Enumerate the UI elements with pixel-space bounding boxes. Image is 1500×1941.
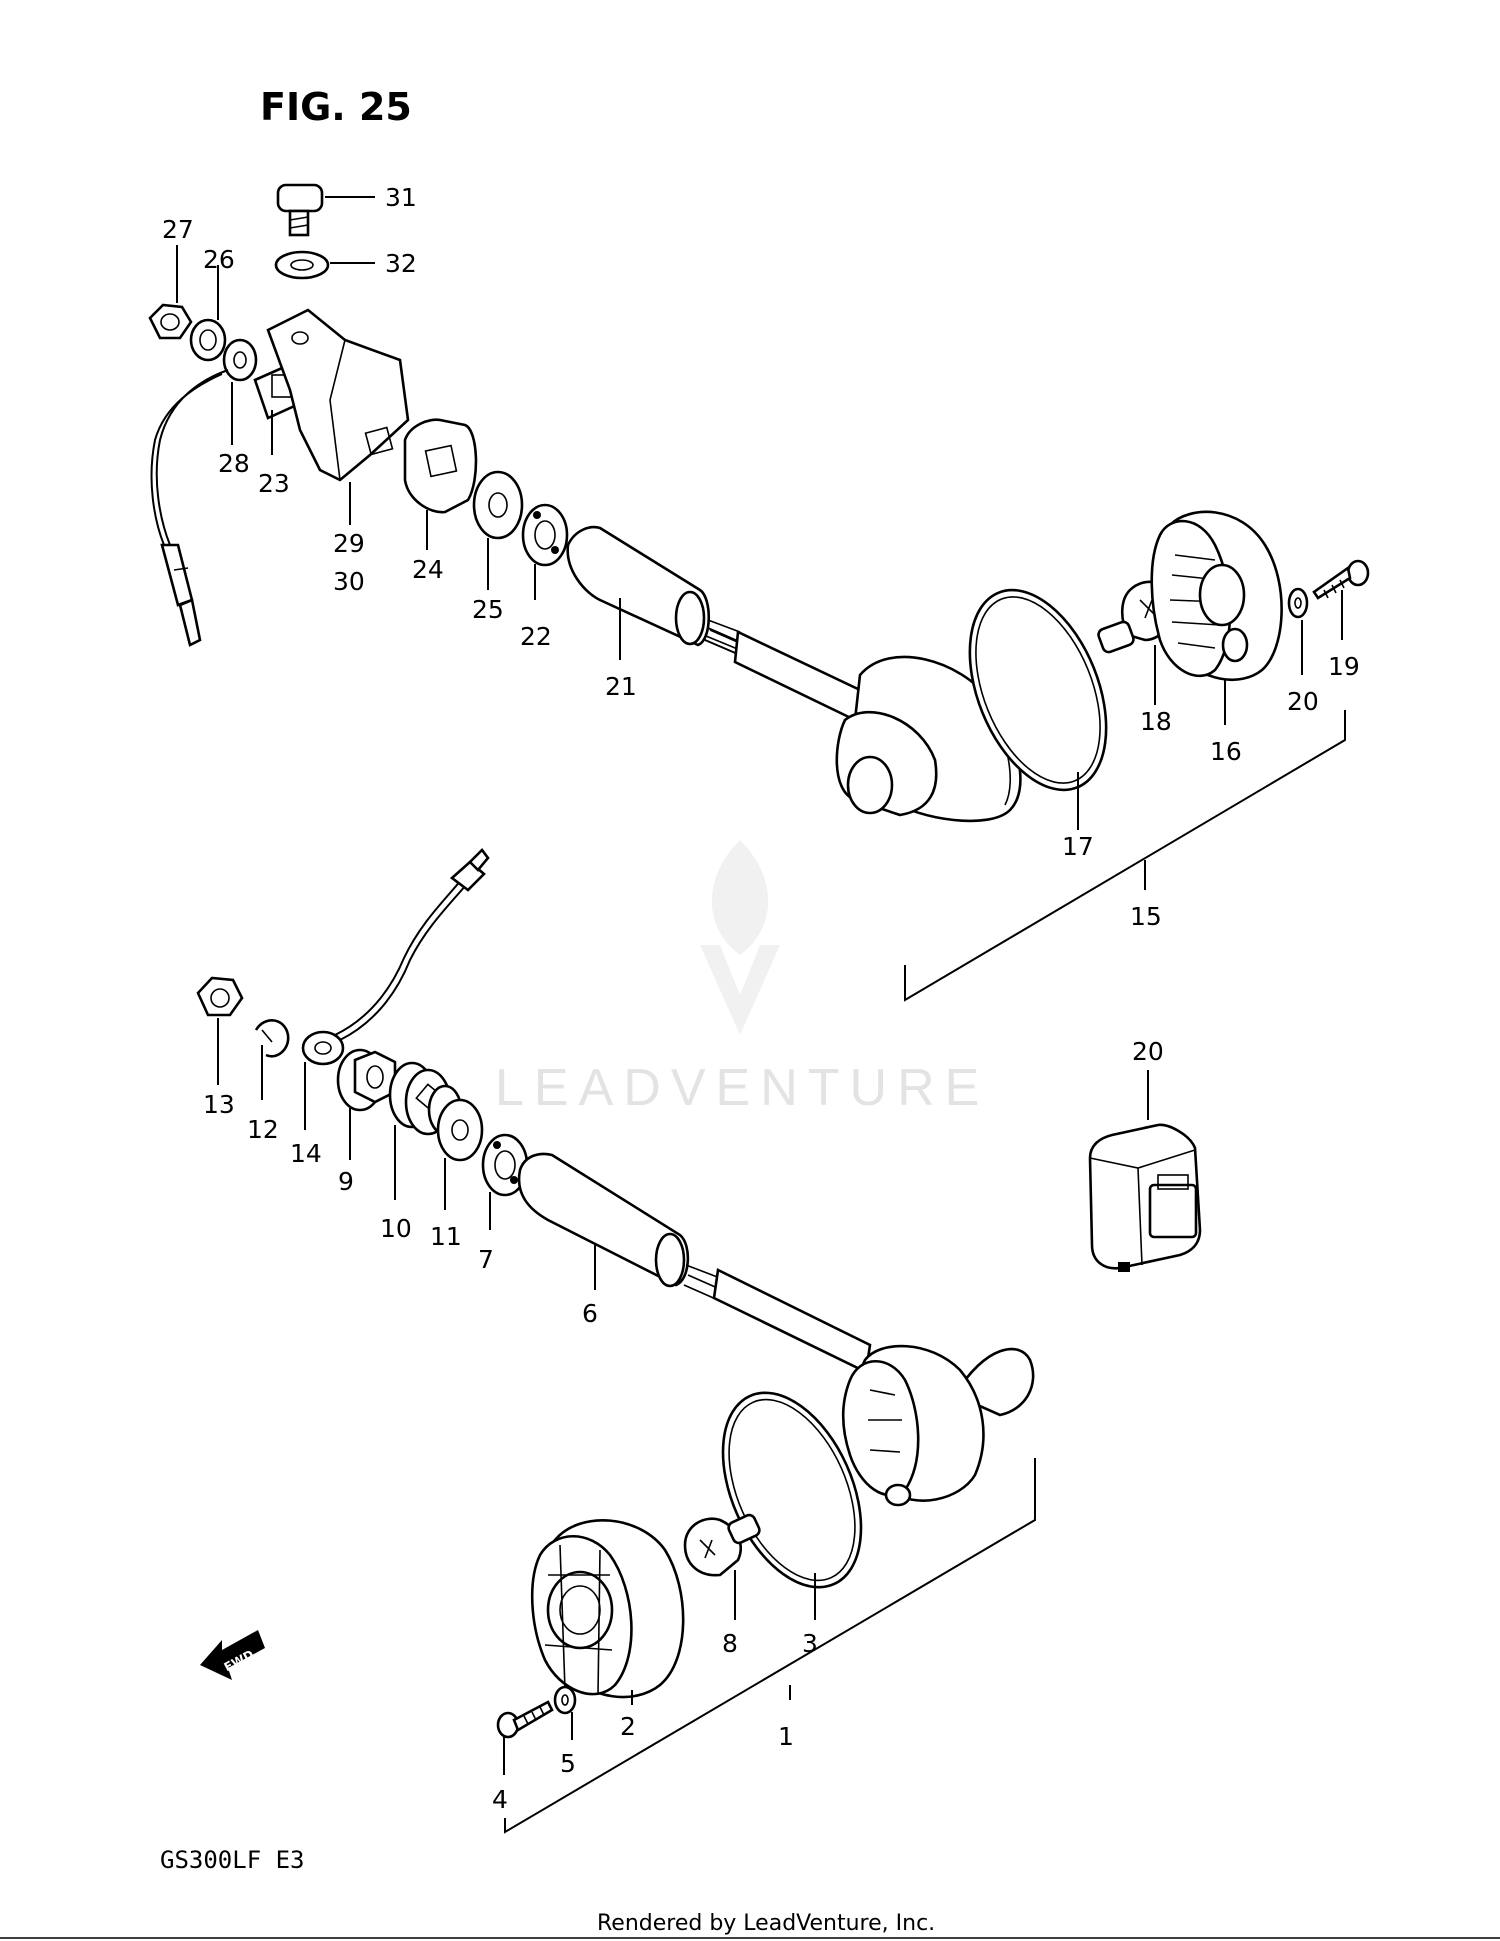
fwd-arrow-icon: FWD <box>200 1630 265 1680</box>
callout-3: 3 <box>802 1629 818 1658</box>
part-gasket-3 <box>721 1391 863 1589</box>
part-washer-5 <box>553 1685 577 1715</box>
part-nut-13 <box>196 976 244 1017</box>
part-washer-20-upper <box>1287 587 1309 619</box>
part-wire-lead-14 <box>301 848 490 1066</box>
model-code: GS300LF E3 <box>160 1846 305 1874</box>
part-lockplate-22 <box>521 503 569 567</box>
part-wire-lead-28 <box>150 338 258 647</box>
part-washer-26 <box>189 318 227 362</box>
callout-31: 31 <box>385 183 417 212</box>
part-screw-4 <box>496 1700 554 1739</box>
part-washer-32 <box>274 250 330 280</box>
callout-8: 8 <box>722 1629 738 1658</box>
callout-20-upper: 20 <box>1287 687 1319 716</box>
callout-16: 16 <box>1210 737 1242 766</box>
callout-12: 12 <box>247 1115 279 1144</box>
callout-10: 10 <box>380 1214 412 1243</box>
callout-26: 26 <box>203 245 235 274</box>
bracket-1 <box>504 1458 1036 1834</box>
callout-13: 13 <box>203 1090 235 1119</box>
bracket-15 <box>904 710 1346 1002</box>
callout-5: 5 <box>560 1749 576 1778</box>
callout-23: 23 <box>258 469 290 498</box>
part-screw-19 <box>1312 559 1370 600</box>
part-relay-20 <box>1088 1123 1202 1272</box>
part-cushion-9 <box>336 1048 397 1112</box>
part-nut-27 <box>148 303 193 340</box>
figure-title: FIG. 25 <box>260 85 412 129</box>
watermark-logo <box>700 840 780 1035</box>
callout-6: 6 <box>582 1299 598 1328</box>
part-bolt-31 <box>276 183 324 237</box>
callout-28: 28 <box>218 449 250 478</box>
callout-7: 7 <box>478 1245 494 1274</box>
part-grommet-24 <box>403 418 478 514</box>
callout-11: 11 <box>430 1222 462 1251</box>
callout-30: 30 <box>333 567 365 596</box>
callout-1: 1 <box>778 1722 794 1751</box>
part-bracket-29 <box>266 308 410 482</box>
callout-17: 17 <box>1062 832 1094 861</box>
part-lens-16 <box>1150 510 1283 682</box>
callout-32: 32 <box>385 249 417 278</box>
callout-15: 15 <box>1130 902 1162 931</box>
part-lens-2 <box>530 1519 685 1699</box>
part-stem-housing-6 <box>517 1152 1035 1507</box>
callout-24: 24 <box>412 555 444 584</box>
callout-27: 27 <box>162 215 194 244</box>
callout-20-lower: 20 <box>1132 1037 1164 1066</box>
callout-22: 22 <box>520 622 552 651</box>
part-bulb-8 <box>683 1513 761 1577</box>
callout-18: 18 <box>1140 707 1172 736</box>
watermark-text: LEADVENTURE <box>495 1059 989 1117</box>
part-washer-25 <box>472 470 524 540</box>
callout-2: 2 <box>620 1712 636 1741</box>
footer-credit: Rendered by LeadVenture, Inc. <box>597 1911 935 1936</box>
part-washer-12 <box>254 1019 290 1058</box>
callout-25: 25 <box>472 595 504 624</box>
callout-4: 4 <box>492 1785 508 1814</box>
callout-29: 29 <box>333 529 365 558</box>
callout-19: 19 <box>1328 652 1360 681</box>
callout-9: 9 <box>338 1167 354 1196</box>
callout-21: 21 <box>605 672 637 701</box>
callout-14: 14 <box>290 1139 322 1168</box>
part-washer-11 <box>436 1098 484 1162</box>
